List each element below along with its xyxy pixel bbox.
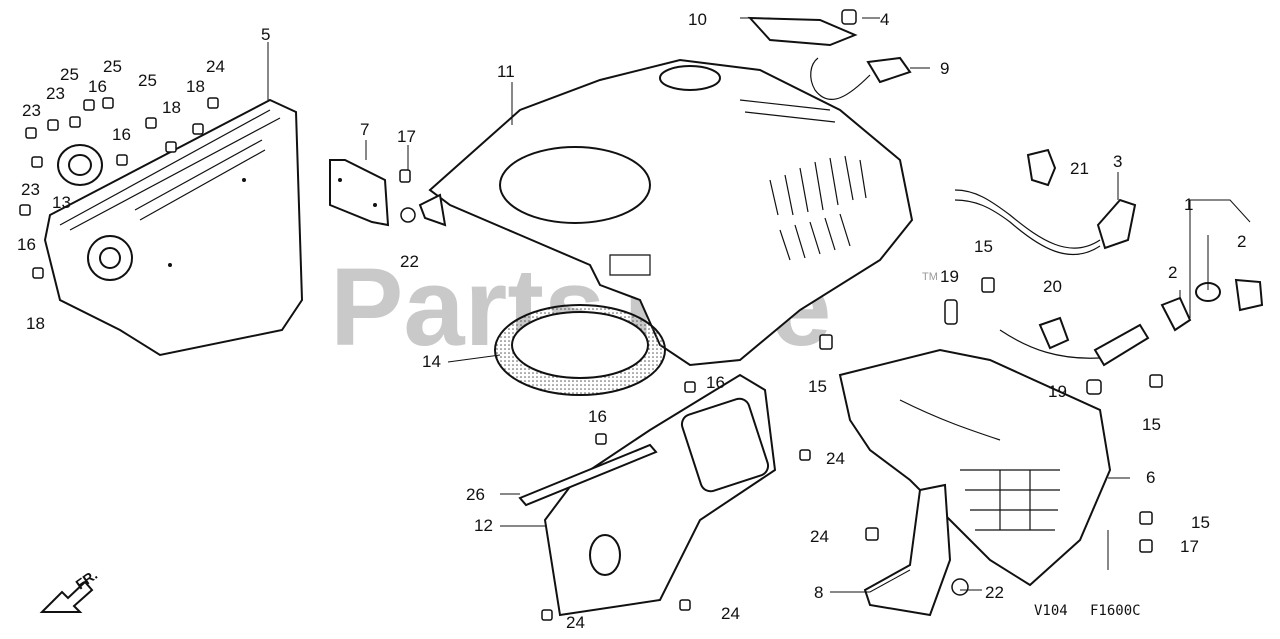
- diagram-code: V104: [1034, 603, 1068, 619]
- callout-20: 20: [1043, 277, 1062, 296]
- callout-25c: 25: [138, 71, 157, 90]
- lower-fasteners: [541, 381, 811, 621]
- right-fasteners: [819, 277, 1163, 596]
- side-panel-left: [43, 98, 304, 357]
- callout-10: 10: [688, 10, 707, 29]
- callout-15d: 15: [1191, 513, 1210, 532]
- callout-18b: 18: [162, 98, 181, 117]
- callout-21: 21: [1070, 159, 1089, 178]
- callout-25a: 25: [60, 65, 79, 84]
- callout-11: 11: [497, 62, 515, 81]
- main-shroud: [418, 58, 914, 367]
- callout-16e: 16: [588, 407, 607, 426]
- callout-7: 7: [360, 120, 369, 139]
- callout-23b: 23: [46, 84, 65, 103]
- callout-2b: 2: [1237, 232, 1246, 251]
- left-fasteners: [19, 97, 219, 279]
- strip-26: [518, 443, 658, 507]
- callout-17b: 17: [1180, 537, 1199, 556]
- callout-8: 8: [814, 583, 823, 602]
- cap-2b: [1234, 278, 1264, 312]
- gasket-ring: [57, 144, 103, 186]
- callout-12: 12: [474, 516, 493, 535]
- callout-24c: 24: [810, 527, 829, 546]
- switch-3: [954, 189, 1137, 256]
- callout-9: 9: [940, 59, 949, 78]
- bracket-plate: [329, 159, 390, 227]
- callout-26: 26: [466, 485, 485, 504]
- watermark-tm: TM: [922, 271, 938, 283]
- right-cover: [838, 348, 1112, 587]
- callout-1: 1: [1184, 195, 1193, 214]
- callout-labels: 1 2 2 3 4 5 6 7 8 9 10 11 12 13 14 15 15…: [17, 10, 1246, 632]
- callout-22a: 22: [400, 252, 419, 271]
- nut-22-upper: [400, 207, 416, 223]
- callout-16d: 16: [706, 373, 725, 392]
- callout-22b: 22: [985, 583, 1004, 602]
- callout-4: 4: [880, 10, 889, 29]
- front-direction-arrow: [39, 580, 94, 613]
- callout-19b: 19: [1048, 382, 1067, 401]
- leader-lines: [267, 17, 1251, 593]
- callout-16c: 16: [17, 235, 36, 254]
- bolt-17-upper: [399, 169, 411, 183]
- callout-24e: 24: [566, 613, 585, 632]
- callout-13: 13: [52, 193, 71, 212]
- callout-18a: 18: [186, 77, 205, 96]
- nut-4: [841, 9, 857, 25]
- callout-24d: 24: [721, 604, 740, 623]
- shroud-vents: [769, 155, 867, 261]
- callout-23a: 23: [22, 101, 41, 120]
- callout-16a: 16: [88, 77, 107, 96]
- callout-15b: 15: [808, 377, 827, 396]
- lower-cover: [543, 373, 777, 617]
- clip-21: [1026, 148, 1057, 187]
- callout-24a: 24: [206, 57, 225, 76]
- callout-18c: 18: [26, 314, 45, 333]
- clip-20: [1038, 316, 1070, 350]
- callout-5: 5: [261, 25, 270, 44]
- switch-wire-9: [810, 56, 912, 101]
- callout-15c: 15: [1142, 415, 1161, 434]
- callout-15a: 15: [974, 237, 993, 256]
- callout-23c: 23: [21, 180, 40, 199]
- connector-1: [999, 323, 1150, 367]
- callout-6: 6: [1146, 468, 1155, 487]
- deflector-8: [863, 483, 952, 617]
- filter-ring: [494, 304, 666, 396]
- fuel-cap-cover: [747, 16, 858, 47]
- figure-code: F1600C: [1090, 603, 1141, 619]
- callout-24b: 24: [826, 449, 845, 468]
- callout-16b: 16: [112, 125, 131, 144]
- callout-19a: 19: [940, 267, 959, 286]
- callout-17a: 17: [397, 127, 416, 146]
- callout-25b: 25: [103, 57, 122, 76]
- callout-2a: 2: [1168, 263, 1177, 282]
- callout-3: 3: [1113, 152, 1122, 171]
- cap-2a: [1160, 296, 1192, 332]
- callout-14: 14: [422, 352, 441, 371]
